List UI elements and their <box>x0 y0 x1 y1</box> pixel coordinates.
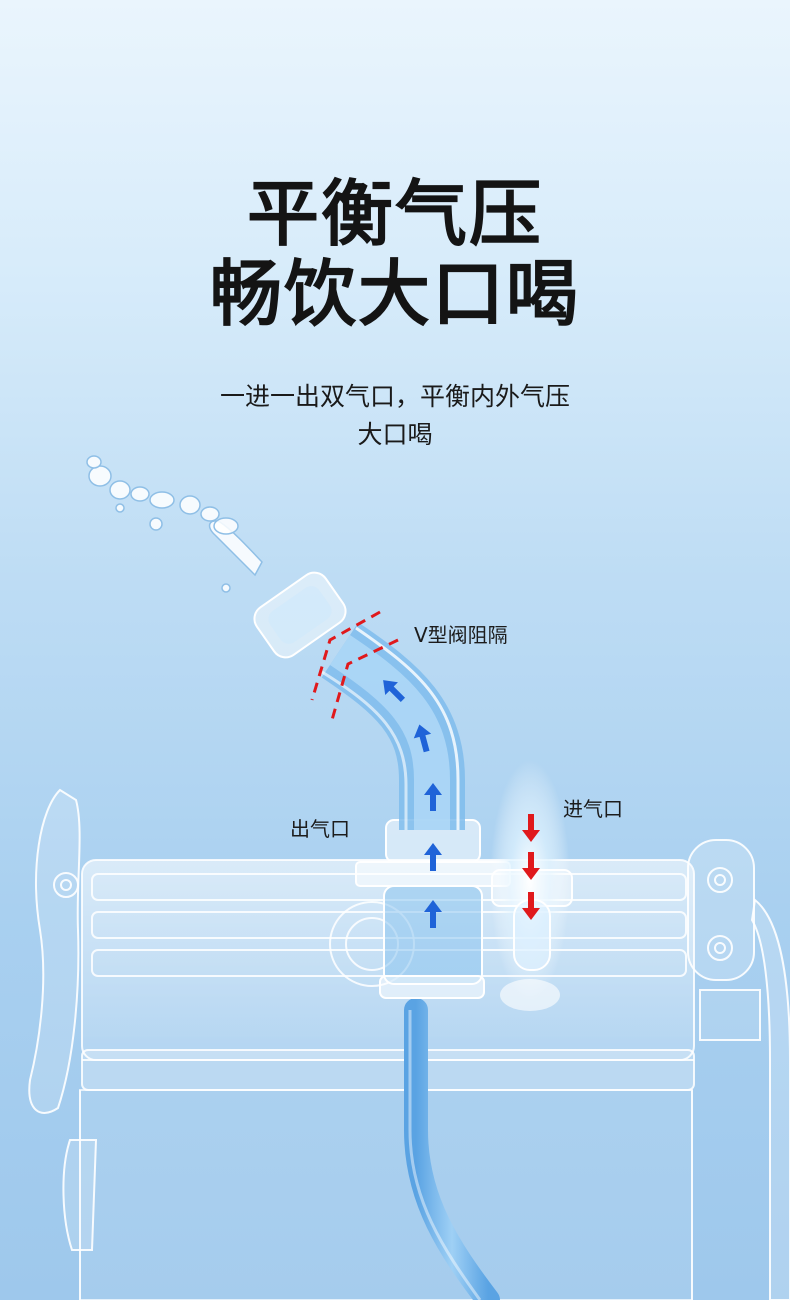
right-hinge <box>687 839 790 1300</box>
bent-mouthpiece <box>253 571 465 830</box>
bottle-body <box>79 1089 693 1300</box>
left-handle <box>28 788 98 1251</box>
air-inlet-vent <box>491 869 573 971</box>
v-valve-callout: V型阀阻隔 <box>414 623 508 647</box>
headline-line-1: 平衡气压 <box>246 172 543 256</box>
straw-tube <box>404 998 500 1300</box>
subtitle-line-2: 大口喝 <box>357 420 433 449</box>
air-inlet-flow-arrows <box>522 814 540 920</box>
subtitle-line-1: 一进一出双气口，平衡内外气压 <box>219 382 570 411</box>
air-outlet-flow-arrows <box>383 680 442 928</box>
water-splash <box>86 455 263 593</box>
air-inlet-callout: 进气口 <box>563 797 623 821</box>
air-outlet-callout: 出气口 <box>290 817 350 841</box>
headline-line-2: 畅饮大口喝 <box>209 252 580 336</box>
v-valve-dashed-marker <box>310 610 399 721</box>
